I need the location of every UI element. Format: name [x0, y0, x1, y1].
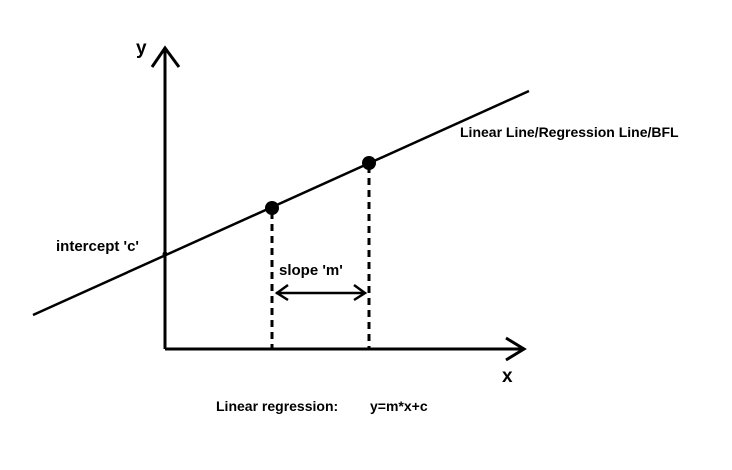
x-axis-arrowhead	[505, 336, 527, 362]
y-axis-label: y	[136, 38, 147, 59]
slope-arrowhead-right	[353, 283, 368, 302]
regression-line	[32, 89, 530, 317]
slope-label: slope 'm'	[279, 262, 343, 279]
data-point-1	[265, 201, 279, 215]
intercept-point	[162, 251, 168, 257]
y-axis-arrowhead	[150, 45, 181, 68]
data-point-2	[362, 156, 376, 170]
intercept-label: intercept 'c'	[56, 238, 139, 255]
x-axis-label: x	[502, 366, 513, 387]
caption-prefix: Linear regression:	[216, 398, 338, 414]
regression-line-label: Linear Line/Regression Line/BFL	[460, 124, 679, 140]
caption-formula: y=m*x+c	[370, 398, 428, 414]
slope-arrowhead-left	[274, 283, 289, 302]
